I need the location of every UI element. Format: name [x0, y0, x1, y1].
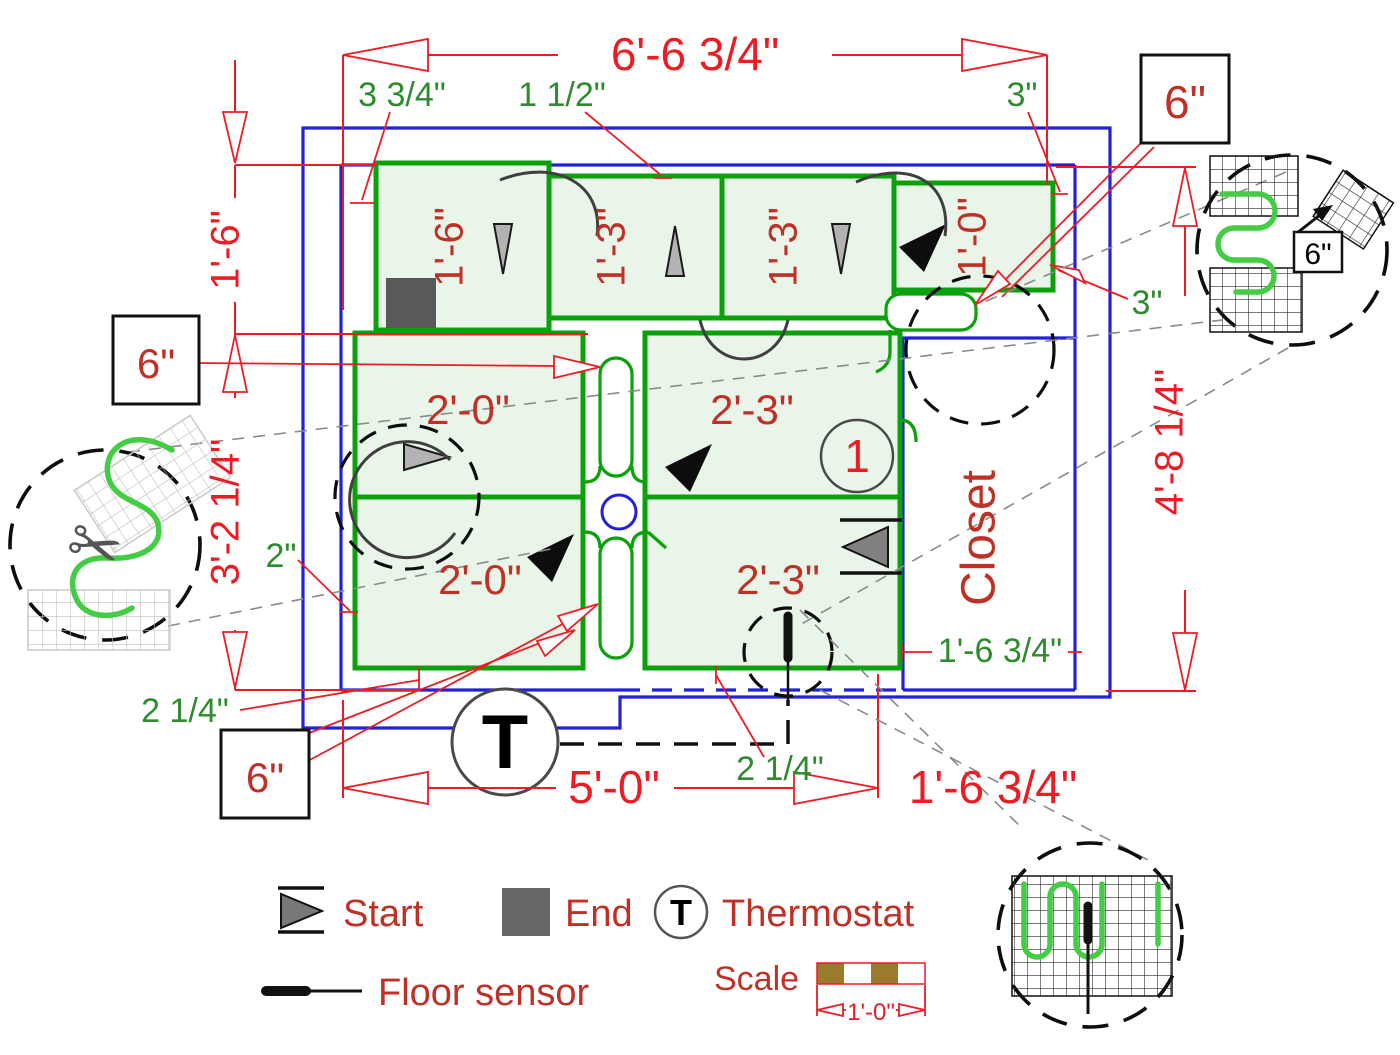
right-arrow-icon	[403, 442, 453, 472]
callout-left-label: 6"	[137, 340, 175, 387]
detail-inset-box	[1292, 230, 1344, 274]
callout-box-bottom	[219, 728, 311, 820]
mat-6-label: 2'-0"	[438, 556, 522, 603]
callout-box-top-right	[1139, 53, 1231, 145]
heating-cable	[1021, 881, 1161, 960]
mesh-piece	[27, 589, 171, 651]
dim-right: 4'-8 1/4"	[1148, 369, 1192, 515]
offset-left: 2"	[266, 537, 297, 575]
detail-inset-label: 6"	[1304, 238, 1331, 271]
offset-top-right: 3"	[1007, 76, 1038, 114]
closet-walls	[900, 336, 1075, 690]
callout-bottom-label: 6"	[246, 754, 284, 801]
dim-bottom-right: 1'-6 3/4"	[909, 761, 1077, 813]
mat-2-label: 1'-3"	[590, 207, 634, 287]
scale-bar: Scale 1'-0"	[714, 960, 926, 1026]
offset-bottom-center: 2 1/4"	[736, 750, 824, 788]
dim-top: 6'-6 3/4"	[611, 28, 779, 80]
mat-5-label: 2'-0"	[426, 386, 510, 433]
mat-1-label: 1'-6"	[428, 207, 472, 287]
channel-slot-closet	[884, 292, 978, 332]
callout-box-left	[111, 314, 201, 406]
mat-7-label: 2'-3"	[710, 386, 794, 433]
mesh-piece	[73, 414, 232, 554]
offset-top-left: 3 3/4"	[358, 76, 446, 114]
detail-leaders	[127, 171, 1289, 861]
scale-label: Scale	[714, 960, 799, 998]
detail-cut-mat: ✂	[8, 414, 232, 651]
closet-label: Closet	[953, 470, 1006, 606]
callout-circle-closet	[904, 274, 1056, 426]
channel-slot-top	[598, 356, 634, 478]
offset-right: 3"	[1132, 284, 1163, 322]
down-arrow-icon	[492, 223, 514, 275]
mat-3	[719, 173, 897, 321]
circuit-number-bubble: 1	[819, 418, 895, 494]
offset-bottom-left: 2 1/4"	[141, 692, 229, 730]
mat-8-label: 2'-3"	[736, 556, 820, 603]
mat-2	[546, 173, 725, 321]
callout-circle-turns	[333, 423, 481, 571]
circuit-number: 1	[844, 430, 870, 482]
dimension-lines	[221, 37, 1199, 806]
legend-start-label: Start	[343, 893, 424, 935]
down-arrow-icon	[830, 223, 852, 275]
mat-5	[352, 330, 586, 500]
scissors-icon: ✂	[58, 503, 131, 588]
offset-closet-width: 1'-6 3/4"	[938, 632, 1062, 670]
thermostat-symbol: T	[450, 687, 560, 797]
end-marker	[386, 278, 436, 328]
detail-turn-spacing: 6"	[1195, 153, 1395, 347]
direction-arrow-icon	[665, 444, 712, 492]
legend: Start End T Thermostat Floor sensor	[261, 884, 915, 1014]
leader-lines	[197, 111, 1155, 763]
direction-arrow-icon	[899, 224, 946, 272]
legend-end-label: End	[565, 893, 633, 935]
legend-start-icon	[278, 886, 325, 934]
dim-left-upper: 1'-6"	[204, 210, 248, 290]
start-marker	[840, 518, 902, 575]
pointer-arrow-icon	[1296, 213, 1321, 235]
legend-thermostat-icon	[653, 884, 709, 940]
dim-bottom: 5'-0"	[568, 761, 660, 813]
floor-drain	[600, 493, 638, 531]
thermostat-letter: T	[482, 700, 528, 785]
up-arrow-icon	[664, 225, 686, 277]
legend-end-icon	[502, 888, 550, 936]
callout-top-right-label: 6"	[1164, 76, 1206, 128]
dim-left-lower: 3'-2 1/4"	[204, 439, 248, 585]
offset-top-center: 1 1/2"	[518, 76, 606, 114]
cable-markers	[348, 170, 948, 582]
mat-4-label: 1'-0"	[951, 197, 995, 277]
mat-3-label: 1'-3"	[762, 207, 806, 287]
legend-thermostat-label: Thermostat	[722, 893, 915, 935]
heating-cable	[1215, 191, 1278, 295]
detail-sensor-placement	[996, 841, 1184, 1029]
mat-8	[642, 494, 903, 671]
heating-cable	[69, 437, 175, 619]
legend-thermostat-letter: T	[670, 892, 692, 933]
direction-arrow-icon	[527, 534, 574, 582]
scale-unit: 1'-0"	[847, 999, 895, 1026]
sensor-wire-dashed	[560, 700, 790, 746]
legend-sensor-label: Floor sensor	[378, 972, 590, 1014]
mesh-piece	[1209, 267, 1303, 333]
room-walls	[301, 126, 1112, 730]
channel-slot-bottom	[598, 536, 634, 660]
mesh-piece	[1209, 155, 1299, 217]
